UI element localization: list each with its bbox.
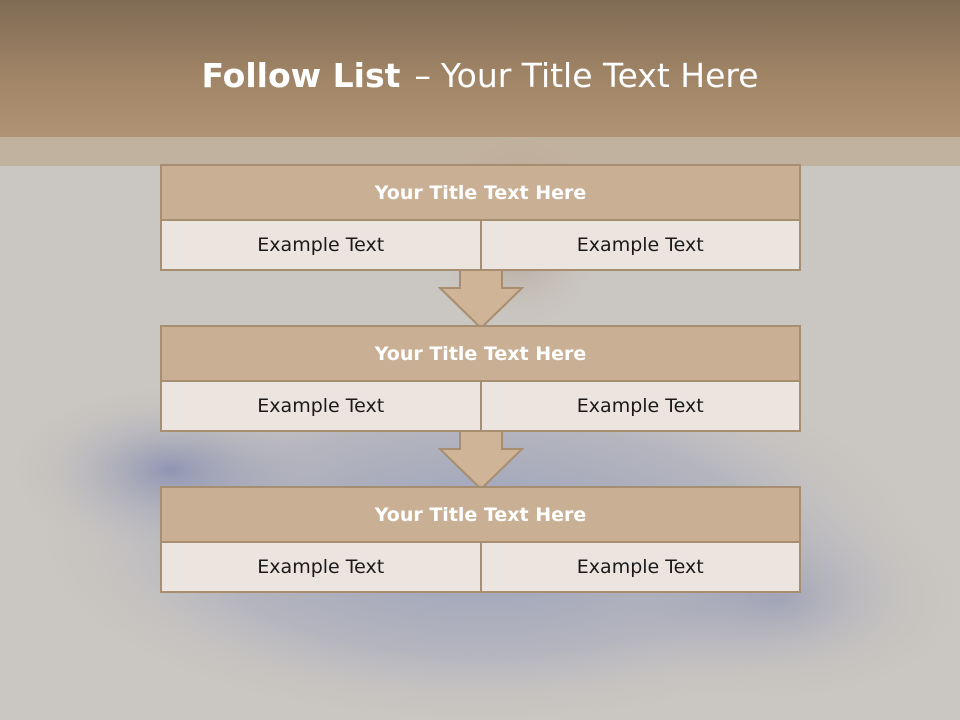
- list-block-3: Your Title Text Here Example Text Exampl…: [160, 486, 801, 593]
- block-cell-right: Example Text: [479, 382, 799, 430]
- list-block-2: Your Title Text Here Example Text Exampl…: [160, 325, 801, 432]
- block-title: Your Title Text Here: [162, 166, 799, 221]
- block-row: Example Text Example Text: [162, 221, 799, 269]
- block-row: Example Text Example Text: [162, 543, 799, 591]
- block-row: Example Text Example Text: [162, 382, 799, 430]
- block-cell-left: Example Text: [162, 382, 480, 430]
- block-title: Your Title Text Here: [162, 327, 799, 382]
- title-bar-band: [0, 137, 960, 166]
- title-bar: [0, 0, 960, 137]
- title-separator: –: [414, 56, 431, 95]
- block-cell-left: Example Text: [162, 543, 480, 591]
- block-cell-right: Example Text: [479, 543, 799, 591]
- block-title: Your Title Text Here: [162, 488, 799, 543]
- block-cell-left: Example Text: [162, 221, 480, 269]
- down-arrow-icon: [438, 270, 524, 330]
- down-arrow-icon: [438, 431, 524, 491]
- list-block-1: Your Title Text Here Example Text Exampl…: [160, 164, 801, 271]
- title-bold: Follow List: [201, 56, 401, 95]
- title-rest: Your Title Text Here: [440, 56, 759, 95]
- block-cell-right: Example Text: [479, 221, 799, 269]
- slide-title: Follow List–Your Title Text Here: [0, 54, 960, 98]
